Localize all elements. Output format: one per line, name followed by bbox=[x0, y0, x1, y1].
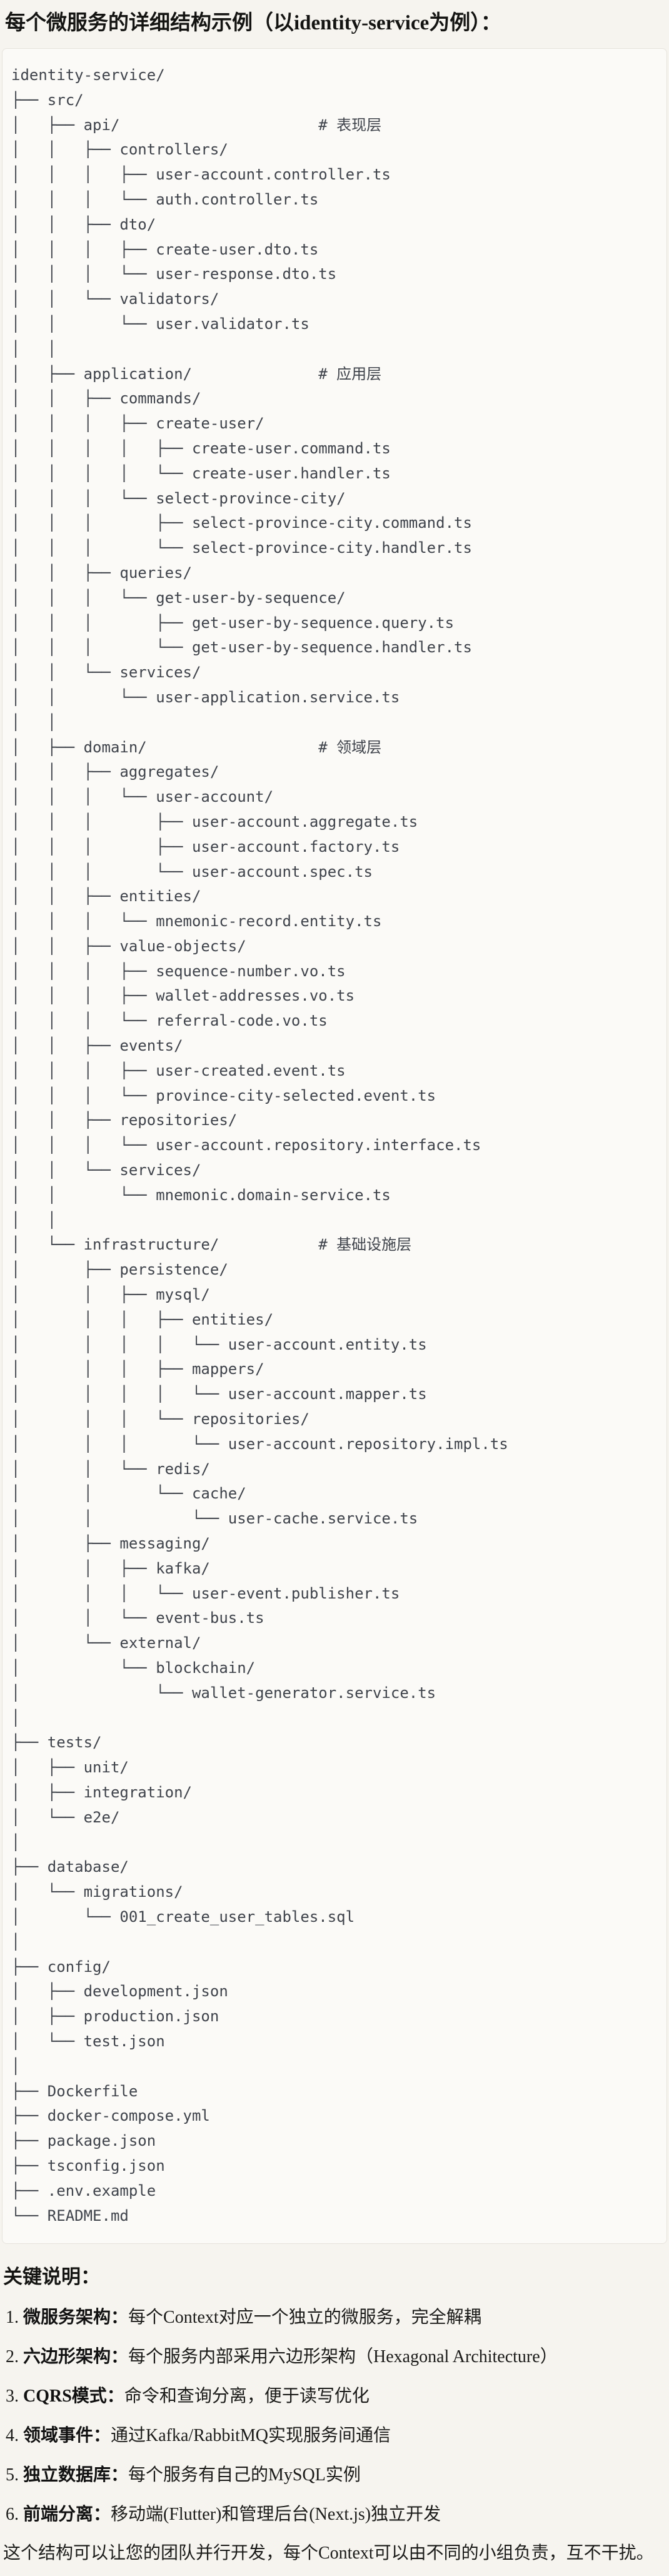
note-desc: 通过Kafka/RabbitMQ实现服务间通信 bbox=[111, 2426, 391, 2446]
note-number: 2. bbox=[6, 2347, 19, 2367]
note-number: 4. bbox=[6, 2426, 19, 2446]
note-number: 6. bbox=[6, 2505, 19, 2525]
note-term: 独立数据库： bbox=[23, 2465, 129, 2485]
directory-tree-block: identity-service/ ├── src/ │ ├── api/ # … bbox=[2, 48, 667, 2245]
note-desc: 每个服务内部采用六边形架构（Hexagonal Architecture） bbox=[128, 2347, 558, 2367]
page-title: 每个微服务的详细结构示例（以identity-service为例）： bbox=[5, 12, 501, 34]
note-item-hexagonal: 2.六边形架构：每个服务内部采用六边形架构（Hexagonal Architec… bbox=[3, 2346, 665, 2368]
note-term: CQRS模式： bbox=[23, 2387, 124, 2407]
note-term: 微服务架构： bbox=[23, 2308, 129, 2328]
note-item-independent-db: 5.独立数据库：每个服务有自己的MySQL实例 bbox=[3, 2464, 665, 2487]
note-item-cqrs: 3.CQRS模式：命令和查询分离，便于读写优化 bbox=[3, 2385, 665, 2408]
note-number: 1. bbox=[6, 2308, 19, 2328]
note-item-frontend-separation: 6.前端分离：移动端(Flutter)和管理后台(Next.js)独立开发 bbox=[3, 2503, 665, 2526]
notes-section: 关键说明： 1.微服务架构：每个Context对应一个独立的微服务，完全解耦 2… bbox=[3, 2265, 665, 2565]
note-term: 六边形架构： bbox=[23, 2347, 129, 2367]
note-item-domain-events: 4.领域事件：通过Kafka/RabbitMQ实现服务间通信 bbox=[3, 2425, 665, 2447]
note-desc: 移动端(Flutter)和管理后台(Next.js)独立开发 bbox=[111, 2505, 441, 2525]
note-term: 前端分离： bbox=[23, 2505, 111, 2525]
closing-paragraph: 这个结构可以让您的团队并行开发，每个Context可以由不同的小组负责，互不干扰… bbox=[3, 2543, 654, 2563]
note-desc: 每个Context对应一个独立的微服务，完全解耦 bbox=[128, 2308, 481, 2328]
note-item-microservices: 1.微服务架构：每个Context对应一个独立的微服务，完全解耦 bbox=[3, 2306, 665, 2329]
directory-tree: identity-service/ ├── src/ │ ├── api/ # … bbox=[11, 66, 508, 2225]
note-desc: 每个服务有自己的MySQL实例 bbox=[128, 2465, 361, 2485]
note-term: 领域事件： bbox=[23, 2426, 111, 2446]
note-number: 3. bbox=[6, 2387, 19, 2407]
note-desc: 命令和查询分离，便于读写优化 bbox=[124, 2387, 370, 2407]
notes-heading: 关键说明： bbox=[3, 2266, 100, 2288]
note-number: 5. bbox=[6, 2465, 19, 2485]
